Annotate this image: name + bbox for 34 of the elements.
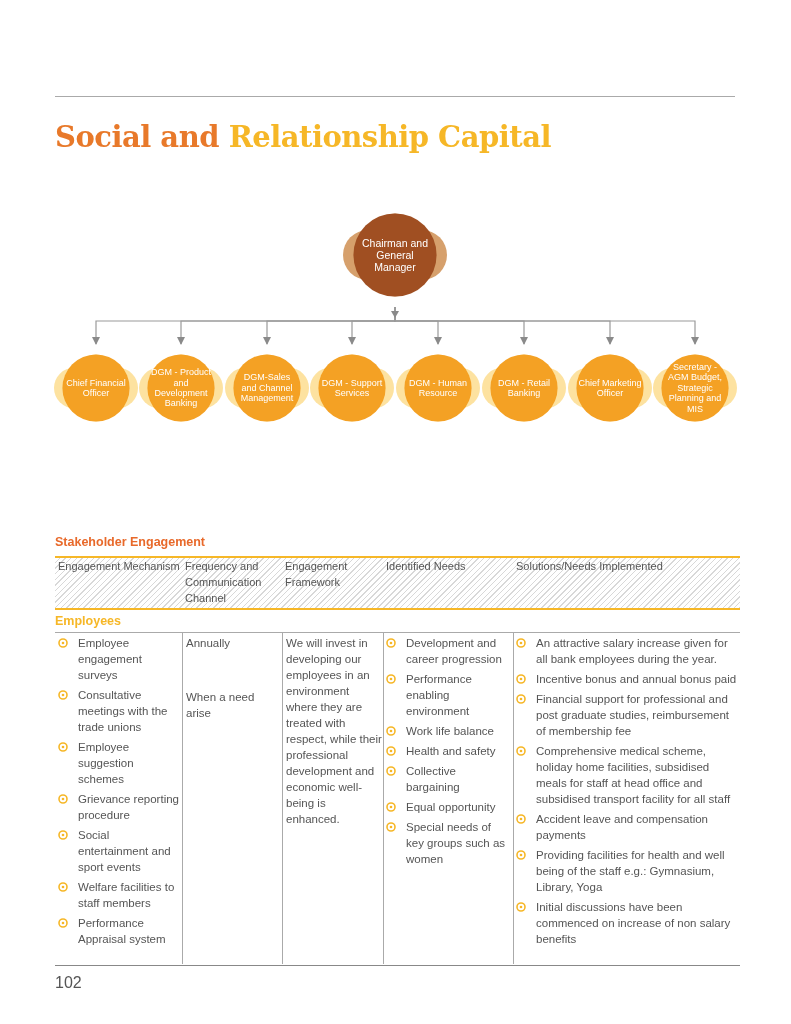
column-header: Solutions/Needs Implemented — [516, 559, 664, 574]
page-title: Social and Relationship Capital — [55, 120, 551, 154]
page-number: 102 — [55, 975, 83, 991]
bullet-item: Employee engagement surveys — [56, 635, 180, 683]
bullet-item: Accident leave and compensation payments — [514, 811, 738, 843]
table-text: When a need arise — [186, 690, 256, 721]
bullet-item: An attractive salary increase given for all bank employees during the year. — [514, 635, 738, 667]
bullet-item: Special needs of key groups such as women — [384, 819, 511, 867]
bullet-item: Health and safety — [384, 743, 511, 759]
connector-arrow — [394, 306, 699, 345]
row-heading: Employees — [55, 613, 122, 629]
bullet-item: Development and career progression — [384, 635, 511, 667]
bullet-item: Providing facilities for health and well being of the staff e.g.: Gymnasium, Library, Yoga — [514, 847, 738, 895]
bullet-item: Performance Appraisal system — [56, 915, 180, 947]
bullet-item: Equal opportunity — [384, 799, 511, 815]
bullet-item: Grievance reporting procedure — [56, 791, 180, 823]
bullet-item: Financial support for professional and post graduate studies, reimbursement of membership fee — [514, 691, 738, 739]
bullet-item: Consultative meetings with the trade unions — [56, 687, 180, 735]
bullet-item: Initial discussions have been commenced on increase of non salary benefits — [514, 899, 738, 947]
bullet-item: Work life balance — [384, 723, 511, 739]
column-header: Identified Needs — [386, 559, 467, 574]
bullet-item: Welfare facilities to staff members — [56, 879, 180, 911]
column-header: Engagement Mechanism — [58, 559, 181, 574]
bullet-item: Collective bargaining — [384, 763, 511, 795]
section-heading: Stakeholder Engagement — [55, 534, 207, 550]
bullet-item: Comprehensive medical scheme, holiday home facilities, subsidised meals for staff at head office and subsidised transport facility for all staff — [514, 743, 738, 807]
bullet-item: Social entertainment and sport events — [56, 827, 180, 875]
column-header: Frequency and Communication Channel — [185, 559, 263, 606]
bullet-item: Employee suggestion schemes — [56, 739, 180, 787]
bullet-item: Performance enabling environment — [384, 671, 511, 719]
bullet-item: Incentive bonus and annual bonus paid — [514, 671, 738, 687]
table-text: We will invest in developing our employees in an environment where they are treated with respect, while their professional development and economic well-being is enhanced. — [286, 636, 382, 827]
table-text: Annually — [186, 636, 232, 651]
column-header: Engagement Framework — [285, 559, 349, 590]
